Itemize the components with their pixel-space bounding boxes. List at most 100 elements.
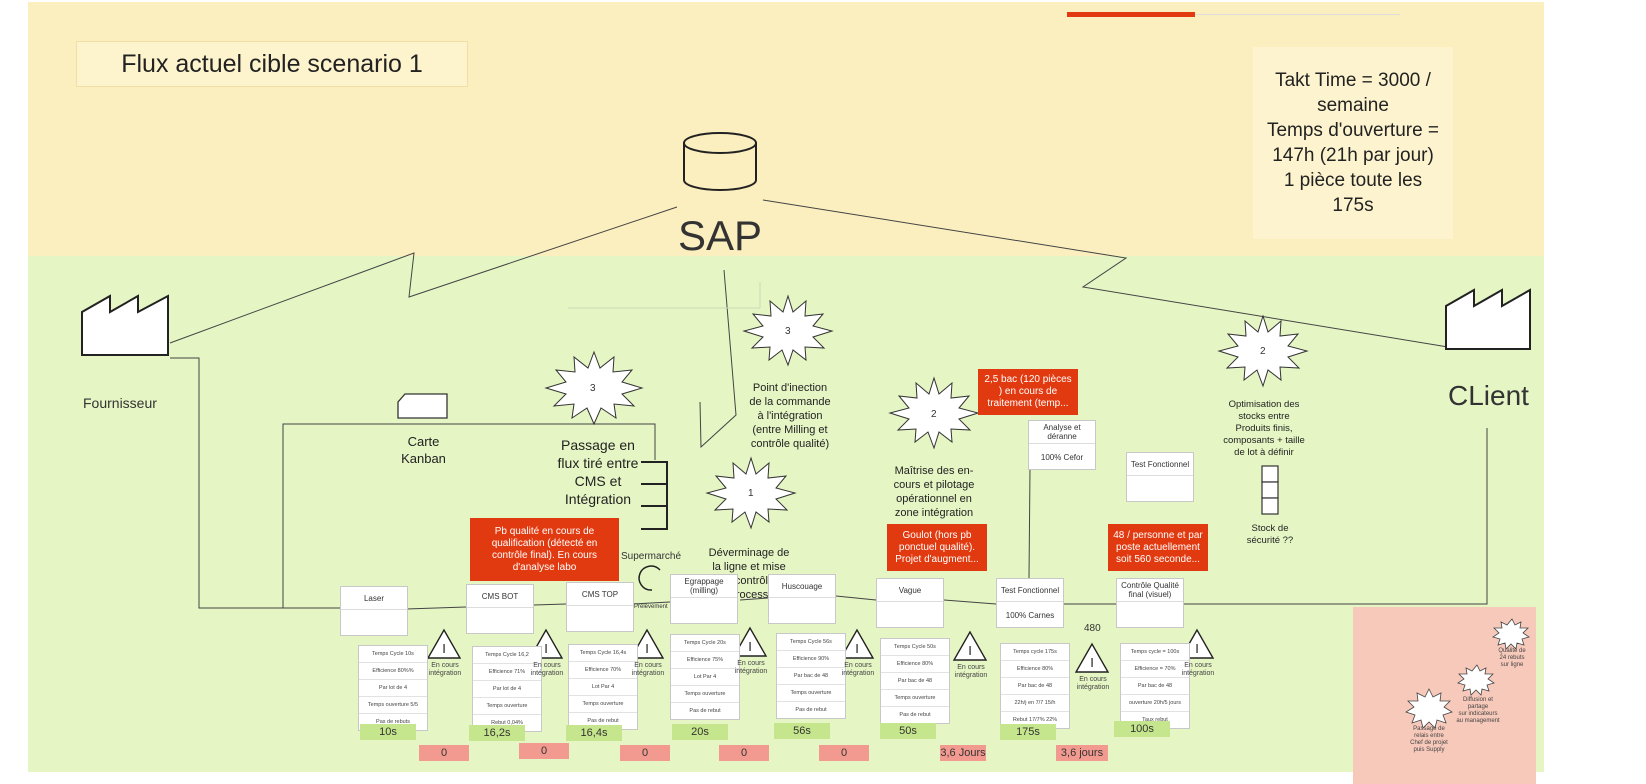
inventory-label-line: intégration <box>1076 684 1110 691</box>
process-data-row: Efficience 75% <box>671 652 739 669</box>
inventory-label-line: En cours <box>634 662 662 669</box>
burst-line: à l'intégration <box>757 410 823 422</box>
kaizen-burst-icon <box>705 456 797 530</box>
inventory-label-line: En cours <box>431 662 459 669</box>
process-data-row: Rebut 17/7% 22% <box>1012 717 1058 723</box>
process-box[interactable]: Laser <box>340 586 408 636</box>
process-data-row: 22h/j en 7/7 15/h <box>1001 695 1069 712</box>
process-box[interactable]: Huscouage <box>768 574 836 624</box>
process-name: CMS TOP <box>567 583 633 607</box>
safety-stock-icon <box>1261 465 1279 515</box>
process-data-row: Temps ouverture <box>777 685 845 702</box>
process-data-row: Pas de rebut <box>795 707 827 713</box>
sap-label: SAP <box>678 212 763 259</box>
pink-note-line: relais entre <box>1414 733 1444 739</box>
inventory-label-line: En cours <box>957 664 985 671</box>
process-box[interactable]: Egrappage (milling) <box>670 574 738 624</box>
burst-line: Point d'inection <box>752 382 828 394</box>
pink-bursts <box>1405 618 1530 729</box>
process-box[interactable]: Vague <box>876 578 944 628</box>
inventory-label-line: En cours <box>737 660 765 667</box>
inventory-label-line: intégration <box>1181 670 1215 677</box>
process-box[interactable]: CMS TOP <box>566 582 634 632</box>
kaizen-burst-icon <box>1492 618 1530 650</box>
process-box[interactable]: CMS BOT <box>466 584 534 634</box>
takt-line: semaine <box>1317 95 1389 116</box>
inventory-triangle-icon <box>1074 642 1110 673</box>
pink-note-line: Qualité de <box>1498 648 1526 654</box>
alert-line: Goulot (hors pb <box>902 529 972 541</box>
process-box[interactable]: Contrôle Qualité final (visuel) <box>1116 578 1184 628</box>
takt-line: 175s <box>1332 195 1374 216</box>
process-data-row: Efficience 90% <box>777 651 845 668</box>
svg-text:I: I <box>1195 641 1199 656</box>
supplier-label: Fournisseur <box>83 395 157 411</box>
inventory-triangle-icon <box>952 630 988 661</box>
process-sub <box>1117 602 1183 628</box>
wait-time-label: 3,6 Jours <box>940 745 986 761</box>
process-sub <box>877 602 943 628</box>
inventory-triangle-icon <box>839 628 875 659</box>
kaizen-burst-icon <box>544 350 644 426</box>
alert-line: Pb qualité en cours de <box>494 525 595 537</box>
process-box-test-fonctionnel-small[interactable]: Test Fonctionnel <box>1126 452 1194 502</box>
factory-icon <box>81 294 169 356</box>
process-data-row: Lot Par 4 <box>671 669 739 686</box>
cycle-time-label: 16,2s <box>469 725 525 741</box>
burst-line: Intégration <box>564 491 632 507</box>
wait-time-label: 0 <box>719 745 769 761</box>
burst-line: de lot à définir <box>1234 447 1294 458</box>
alert-line: d'analyse labo <box>512 561 577 573</box>
process-data-row: Taux rebut <box>1142 717 1168 723</box>
process-sub <box>769 598 835 624</box>
pink-note-line: Chef de projet <box>1410 740 1448 746</box>
inventory-label-line: intégration <box>428 670 462 677</box>
process-name: Analyse et déranne <box>1029 421 1095 445</box>
takt-time-note[interactable]: Takt Time = 3000 / semaine Temps d'ouver… <box>1253 47 1453 239</box>
database-icon <box>683 132 757 191</box>
alert-line: traitement (temp... <box>987 398 1069 409</box>
burst-number: 2 <box>931 409 937 420</box>
process-box-analyse[interactable]: Analyse et déranne 100% Cefor <box>1028 420 1096 470</box>
safety-stock-line: Stock de <box>1251 523 1289 534</box>
process-data-row: Pas de rebut <box>899 712 931 718</box>
process-sub: 100% Carnes <box>1005 610 1055 620</box>
cycle-time-label: 56s <box>774 723 830 739</box>
burst-line: process <box>729 589 769 601</box>
takt-line: 1 pièce toute les <box>1283 170 1423 191</box>
kaizen-burst-icon <box>1457 664 1495 696</box>
process-sub <box>671 598 737 624</box>
wait-time-label: 0 <box>819 745 869 761</box>
burst-line: opérationnel en <box>896 493 972 505</box>
diagram-title[interactable]: Flux actuel cible scenario 1 <box>76 41 468 87</box>
process-data-row: Temps ouverture <box>671 686 739 703</box>
process-data-row: Pas de rebuts <box>376 719 410 725</box>
alert-line: ponctuel qualité). <box>898 541 976 553</box>
process-data-row: Temps Cycle 10s <box>359 646 427 663</box>
process-data-row: Temps Cycle 20s <box>671 635 739 652</box>
process-data-row: Par bac de 48 <box>881 673 949 690</box>
process-name: Laser <box>341 587 407 611</box>
cycle-time-label: 175s <box>1000 724 1056 740</box>
process-data-row: Temps Cycle 16,2 <box>473 647 541 664</box>
inventory-label-line: intégration <box>530 670 564 677</box>
pink-note-line: sur indicateurs <box>1458 711 1498 717</box>
burst-line: Produits finis, <box>1235 423 1293 434</box>
